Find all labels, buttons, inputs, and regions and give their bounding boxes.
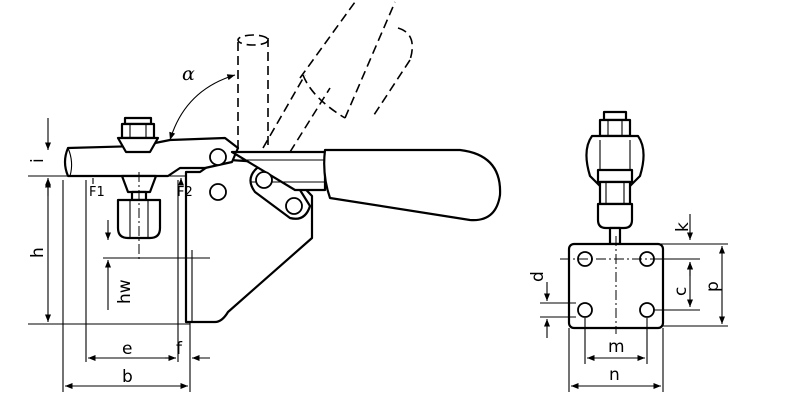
handle-open-position	[237, 1, 414, 153]
front-hole-bottom-left	[577, 302, 593, 318]
front-hole-bottom-right	[639, 302, 655, 318]
label-alpha: α	[182, 63, 195, 85]
front-view: k c p d m n	[528, 110, 728, 392]
label-k: k	[673, 222, 693, 232]
label-hw: hw	[115, 279, 135, 304]
side-view: α F1 F2 i h hw e f b	[28, 1, 502, 392]
label-c: c	[671, 287, 691, 296]
pivot-pin-link-b	[285, 197, 303, 215]
label-h: h	[28, 247, 48, 258]
label-n: n	[609, 365, 620, 385]
handle-bar	[230, 150, 327, 192]
alpha-arc	[169, 74, 236, 141]
label-F1: F1	[89, 185, 105, 200]
arm-bolt-assembly	[116, 116, 160, 154]
label-f: f	[176, 339, 183, 359]
label-b: b	[122, 367, 133, 387]
label-m: m	[608, 337, 625, 357]
label-e: e	[122, 339, 132, 359]
pivot-pin-link-a	[255, 171, 273, 189]
front-spindle-stack	[585, 110, 645, 246]
handle-grip	[323, 148, 502, 222]
pivot-pin-lower	[209, 183, 227, 201]
label-F2: F2	[177, 185, 193, 200]
label-p: p	[703, 281, 723, 292]
label-i: i	[28, 158, 48, 163]
label-d: d	[528, 271, 548, 282]
pivot-pin-upper	[209, 148, 227, 166]
